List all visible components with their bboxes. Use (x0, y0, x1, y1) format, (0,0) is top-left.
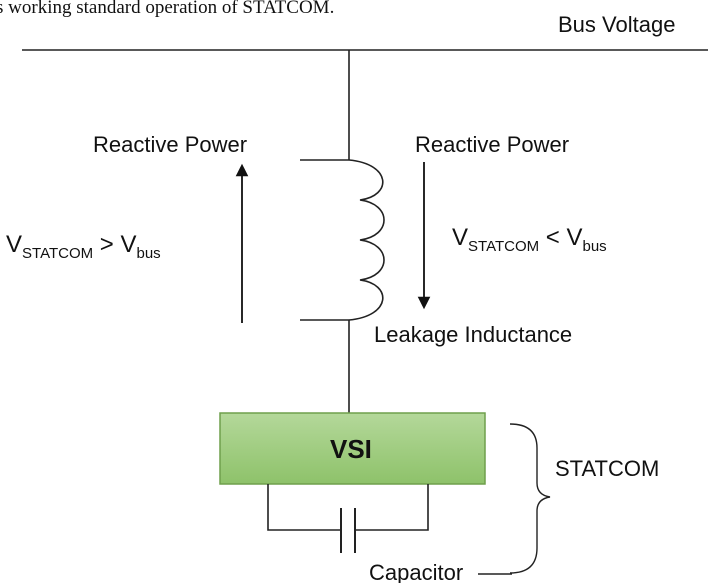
capacitor-label: Capacitor (369, 560, 463, 583)
statcom-label: STATCOM (555, 456, 659, 481)
vsi-block (219, 412, 486, 485)
caption-fragment: s working standard operation of STATCOM. (0, 0, 334, 18)
bus-voltage-label: Bus Voltage (558, 12, 675, 37)
reactive-power-right-label: Reactive Power (415, 132, 569, 157)
condition-right: VSTATCOM < Vbus (452, 224, 607, 255)
vsi-label: VSI (330, 434, 372, 464)
capacitor-wire-right (355, 484, 429, 531)
capacitor-wire-left (267, 484, 341, 531)
leakage-inductor-coil (348, 159, 385, 321)
reactive-power-left-label: Reactive Power (93, 132, 247, 157)
statcom-brace (509, 423, 551, 574)
leakage-inductance-label: Leakage Inductance (374, 322, 572, 347)
condition-left: VSTATCOM > Vbus (6, 231, 161, 262)
